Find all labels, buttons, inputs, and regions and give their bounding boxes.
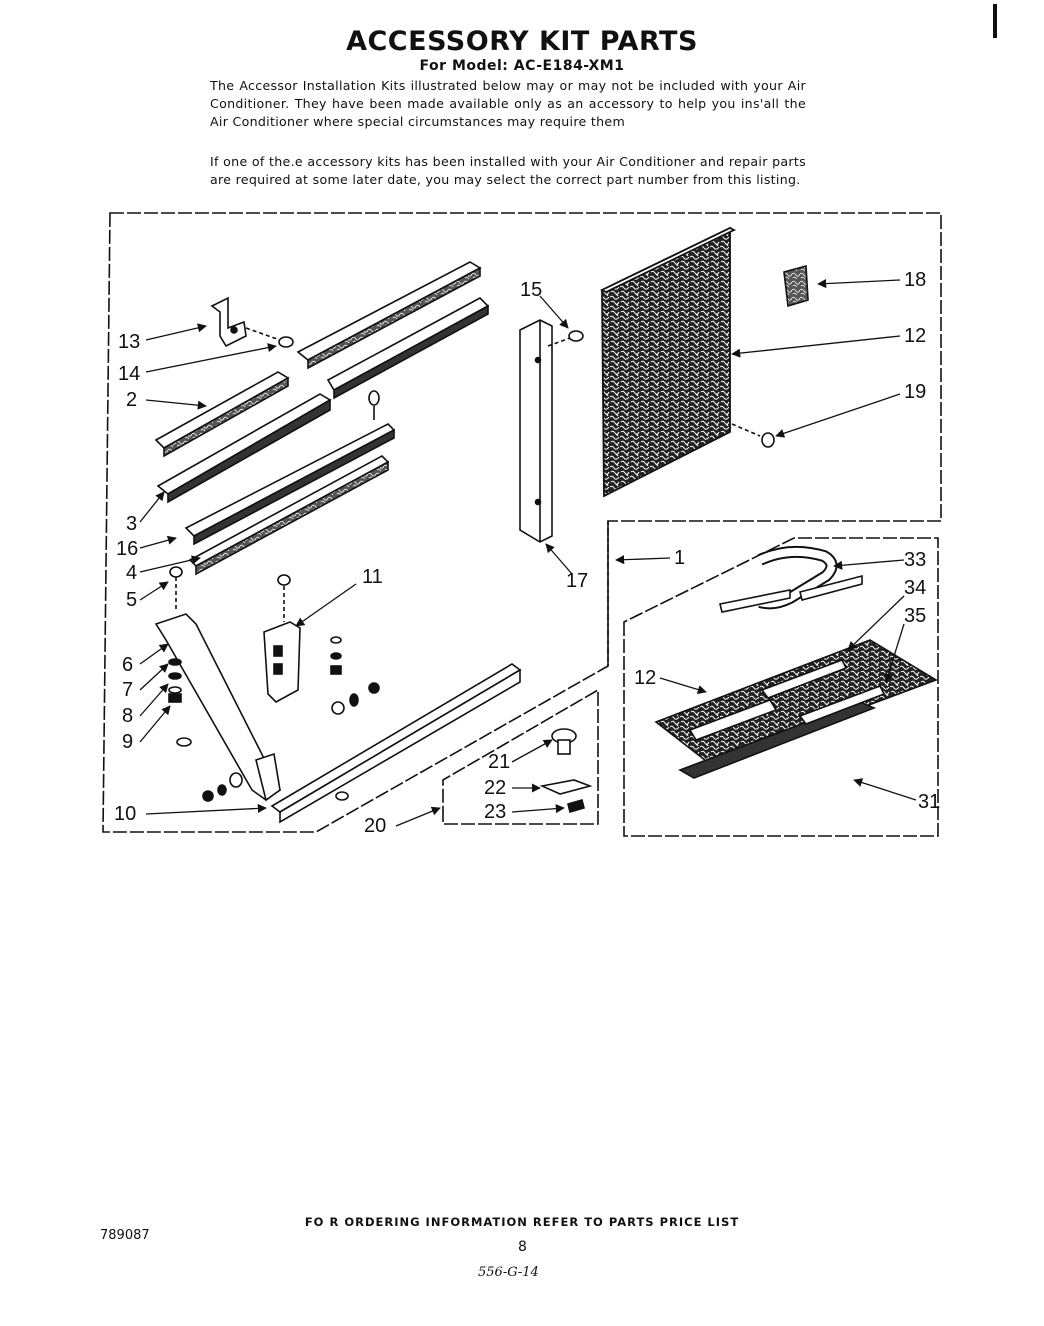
block-part-18	[783, 264, 809, 308]
callout-15: 15	[520, 279, 543, 301]
bracket-11	[263, 574, 380, 715]
callout-6: 6	[122, 654, 134, 676]
callout-14: 14	[118, 363, 141, 385]
callout-13: 13	[118, 331, 141, 353]
callout-12-panel: 12	[904, 325, 927, 347]
handwritten-note: 556-G-14	[478, 1265, 539, 1280]
bracket-parts	[210, 296, 380, 420]
callout-4: 4	[126, 562, 138, 584]
callout-17: 17	[566, 570, 589, 592]
callout-21: 21	[488, 751, 511, 773]
callout-5: 5	[126, 589, 138, 611]
callout-8: 8	[122, 705, 134, 727]
callout-9: 9	[122, 731, 134, 753]
callout-23: 23	[484, 801, 507, 823]
angle-parts	[519, 319, 584, 543]
page-title: ACCESSORY KIT PARTS	[346, 26, 698, 57]
callout-33: 33	[904, 549, 927, 571]
callout-12-kit: 12	[634, 667, 657, 689]
callout-11: 11	[362, 566, 383, 588]
intro-paragraph-1: The Accessor Installation Kits illustrat…	[210, 78, 806, 130]
callout-34: 34	[904, 577, 927, 599]
callout-22: 22	[484, 777, 507, 799]
callout-18: 18	[904, 269, 927, 291]
intro-paragraph-2: If one of the.e accessory kits has been …	[210, 154, 806, 188]
callout-16: 16	[116, 538, 139, 560]
foam-panel	[599, 226, 737, 498]
callout-10: 10	[114, 803, 137, 825]
bottom-rail	[270, 663, 522, 824]
page-number: 8	[518, 1239, 527, 1255]
callout-2: 2	[126, 389, 138, 411]
document-number: 789087	[100, 1228, 150, 1243]
ordering-note: FO R ORDERING INFORMATION REFER TO PARTS…	[304, 1215, 740, 1229]
rail-parts	[154, 261, 490, 576]
screw-19	[731, 423, 775, 448]
kit-hardware	[539, 728, 593, 813]
model-subtitle: For Model: AC-E184-XM1	[419, 58, 625, 74]
callout-7: 7	[122, 679, 134, 701]
callout-31: 31	[918, 791, 941, 813]
diagram-frame	[102, 212, 942, 837]
callout-19: 19	[904, 381, 927, 403]
support-leg	[154, 566, 282, 802]
callout-1: 1	[674, 547, 686, 569]
gasket-kit	[654, 545, 938, 779]
callout-20: 20	[364, 815, 387, 837]
edge-mark	[993, 4, 997, 38]
leader-lines	[139, 279, 917, 827]
callout-3: 3	[126, 513, 138, 535]
callout-35: 35	[904, 605, 927, 627]
